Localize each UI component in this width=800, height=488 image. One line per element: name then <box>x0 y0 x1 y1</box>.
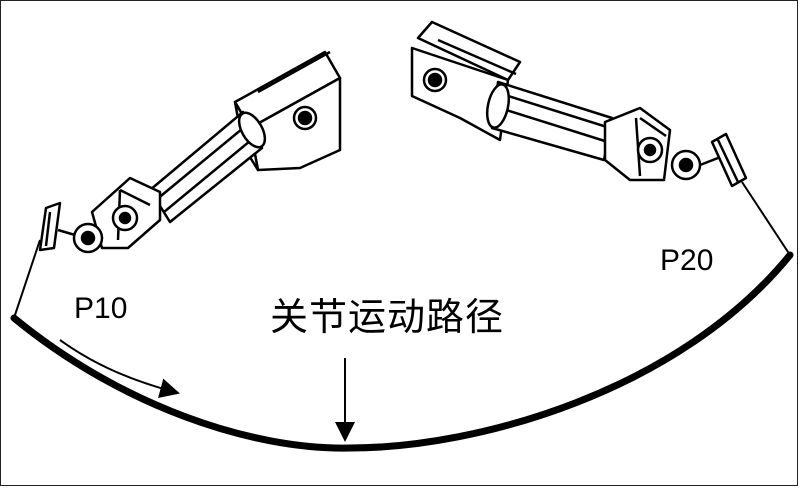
joint-motion-path <box>10 251 794 452</box>
left-robot-arm <box>38 50 342 254</box>
direction-arrow <box>59 339 180 398</box>
right-robot-arm <box>410 20 748 188</box>
p10-label: P10 <box>74 292 128 325</box>
left-leader-line <box>13 239 41 319</box>
joint-path-label: 关节运动路径 <box>270 295 505 339</box>
right-leader-line <box>741 181 791 256</box>
p20-label: P20 <box>660 244 714 277</box>
